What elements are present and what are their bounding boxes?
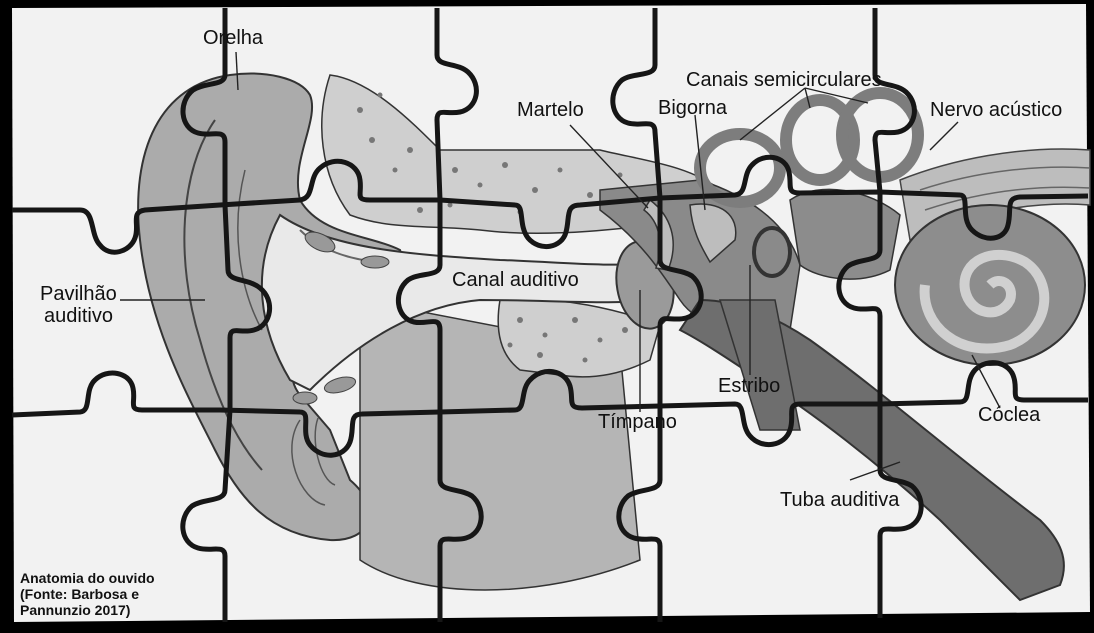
cochlea	[895, 205, 1085, 365]
label-canais-semicirculares: Canais semicirculares	[686, 70, 882, 91]
source-caption: Anatomia do ouvido (Fonte: Barbosa e Pan…	[20, 570, 155, 618]
label-timpano: Tímpano	[598, 412, 677, 433]
label-pavilhao-line1: Pavilhão	[40, 284, 117, 305]
label-martelo: Martelo	[517, 100, 584, 121]
label-tuba-auditiva: Tuba auditiva	[780, 490, 899, 511]
caption-line-1: Anatomia do ouvido	[20, 570, 155, 586]
cartilage-oval-4	[293, 392, 317, 404]
label-bigorna: Bigorna	[658, 98, 727, 119]
caption-line-3: Pannunzio 2017)	[20, 602, 155, 618]
label-canal-auditivo: Canal auditivo	[452, 270, 579, 291]
caption-line-2: (Fonte: Barbosa e	[20, 586, 155, 602]
label-coclea: Cóclea	[978, 405, 1040, 426]
label-estribo: Estribo	[718, 376, 780, 397]
label-orelha: Orelha	[203, 28, 263, 49]
label-pavilhao-line2: auditivo	[44, 306, 113, 327]
label-nervo-acustico: Nervo acústico	[930, 100, 1062, 121]
cartilage-oval-2	[361, 256, 389, 268]
